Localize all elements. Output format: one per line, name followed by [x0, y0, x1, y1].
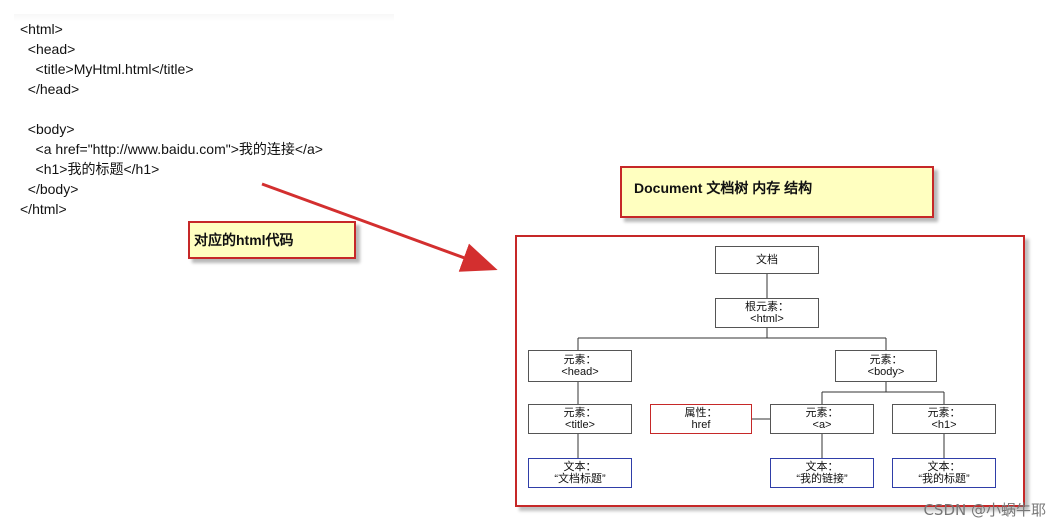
code-line: <head> [20, 41, 76, 57]
root-element-node: 根元素： <html> [715, 298, 819, 328]
node-label: 文本： [805, 461, 839, 473]
html-code-callout-label: 对应的html代码 [194, 232, 294, 248]
node-value: “我的链接” [796, 473, 848, 485]
code-line: <html> [20, 21, 63, 37]
code-snippet: <html> <head> <title>MyHtml.html</title>… [14, 14, 394, 217]
code-line: </html> [20, 201, 67, 217]
node-label: 元素： [563, 354, 597, 366]
node-tag: <head> [561, 366, 599, 378]
node-label: 文本： [927, 461, 961, 473]
body-element-node: 元素： <body> [835, 350, 937, 382]
document-tree-callout-label: Document 文档树 内存 结构 [634, 180, 813, 196]
node-tag: <a> [812, 419, 832, 431]
code-line: <body> [20, 121, 75, 137]
code-line: </body> [20, 181, 79, 197]
node-label: 元素： [927, 407, 961, 419]
node-label: 元素： [563, 407, 597, 419]
html-code-callout: 对应的html代码 [188, 221, 356, 259]
node-value: “我的标题” [918, 473, 970, 485]
title-text-node: 文本： “文档标题” [528, 458, 632, 488]
node-label: 根元素： [745, 301, 789, 313]
node-label: 文本： [563, 461, 597, 473]
code-line: <a href="http://www.baidu.com">我的连接</a> [20, 141, 323, 157]
node-label: 元素： [869, 354, 903, 366]
node-label: 属性： [684, 407, 718, 419]
title-element-node: 元素： <title> [528, 404, 632, 434]
node-label: 元素： [805, 407, 839, 419]
watermark: CSDN @小蜗牛耶 [923, 501, 1046, 519]
code-line: <title>MyHtml.html</title> [20, 61, 194, 77]
document-node-label: 文档 [756, 254, 778, 266]
code-line: </head> [20, 81, 80, 97]
code-line: <h1>我的标题</h1> [20, 161, 160, 177]
a-element-node: 元素： <a> [770, 404, 874, 434]
document-node: 文档 [715, 246, 819, 274]
h1-element-node: 元素： <h1> [892, 404, 996, 434]
a-text-node: 文本： “我的链接” [770, 458, 874, 488]
href-attribute-node: 属性： href [650, 404, 752, 434]
node-tag: <html> [750, 313, 784, 325]
document-tree-callout: Document 文档树 内存 结构 [620, 166, 934, 218]
node-tag: <title> [565, 419, 595, 431]
head-element-node: 元素： <head> [528, 350, 632, 382]
node-tag: <body> [867, 366, 905, 378]
node-tag: <h1> [931, 419, 957, 431]
node-value: href [691, 419, 711, 431]
h1-text-node: 文本： “我的标题” [892, 458, 996, 488]
node-value: “文档标题” [554, 473, 606, 485]
